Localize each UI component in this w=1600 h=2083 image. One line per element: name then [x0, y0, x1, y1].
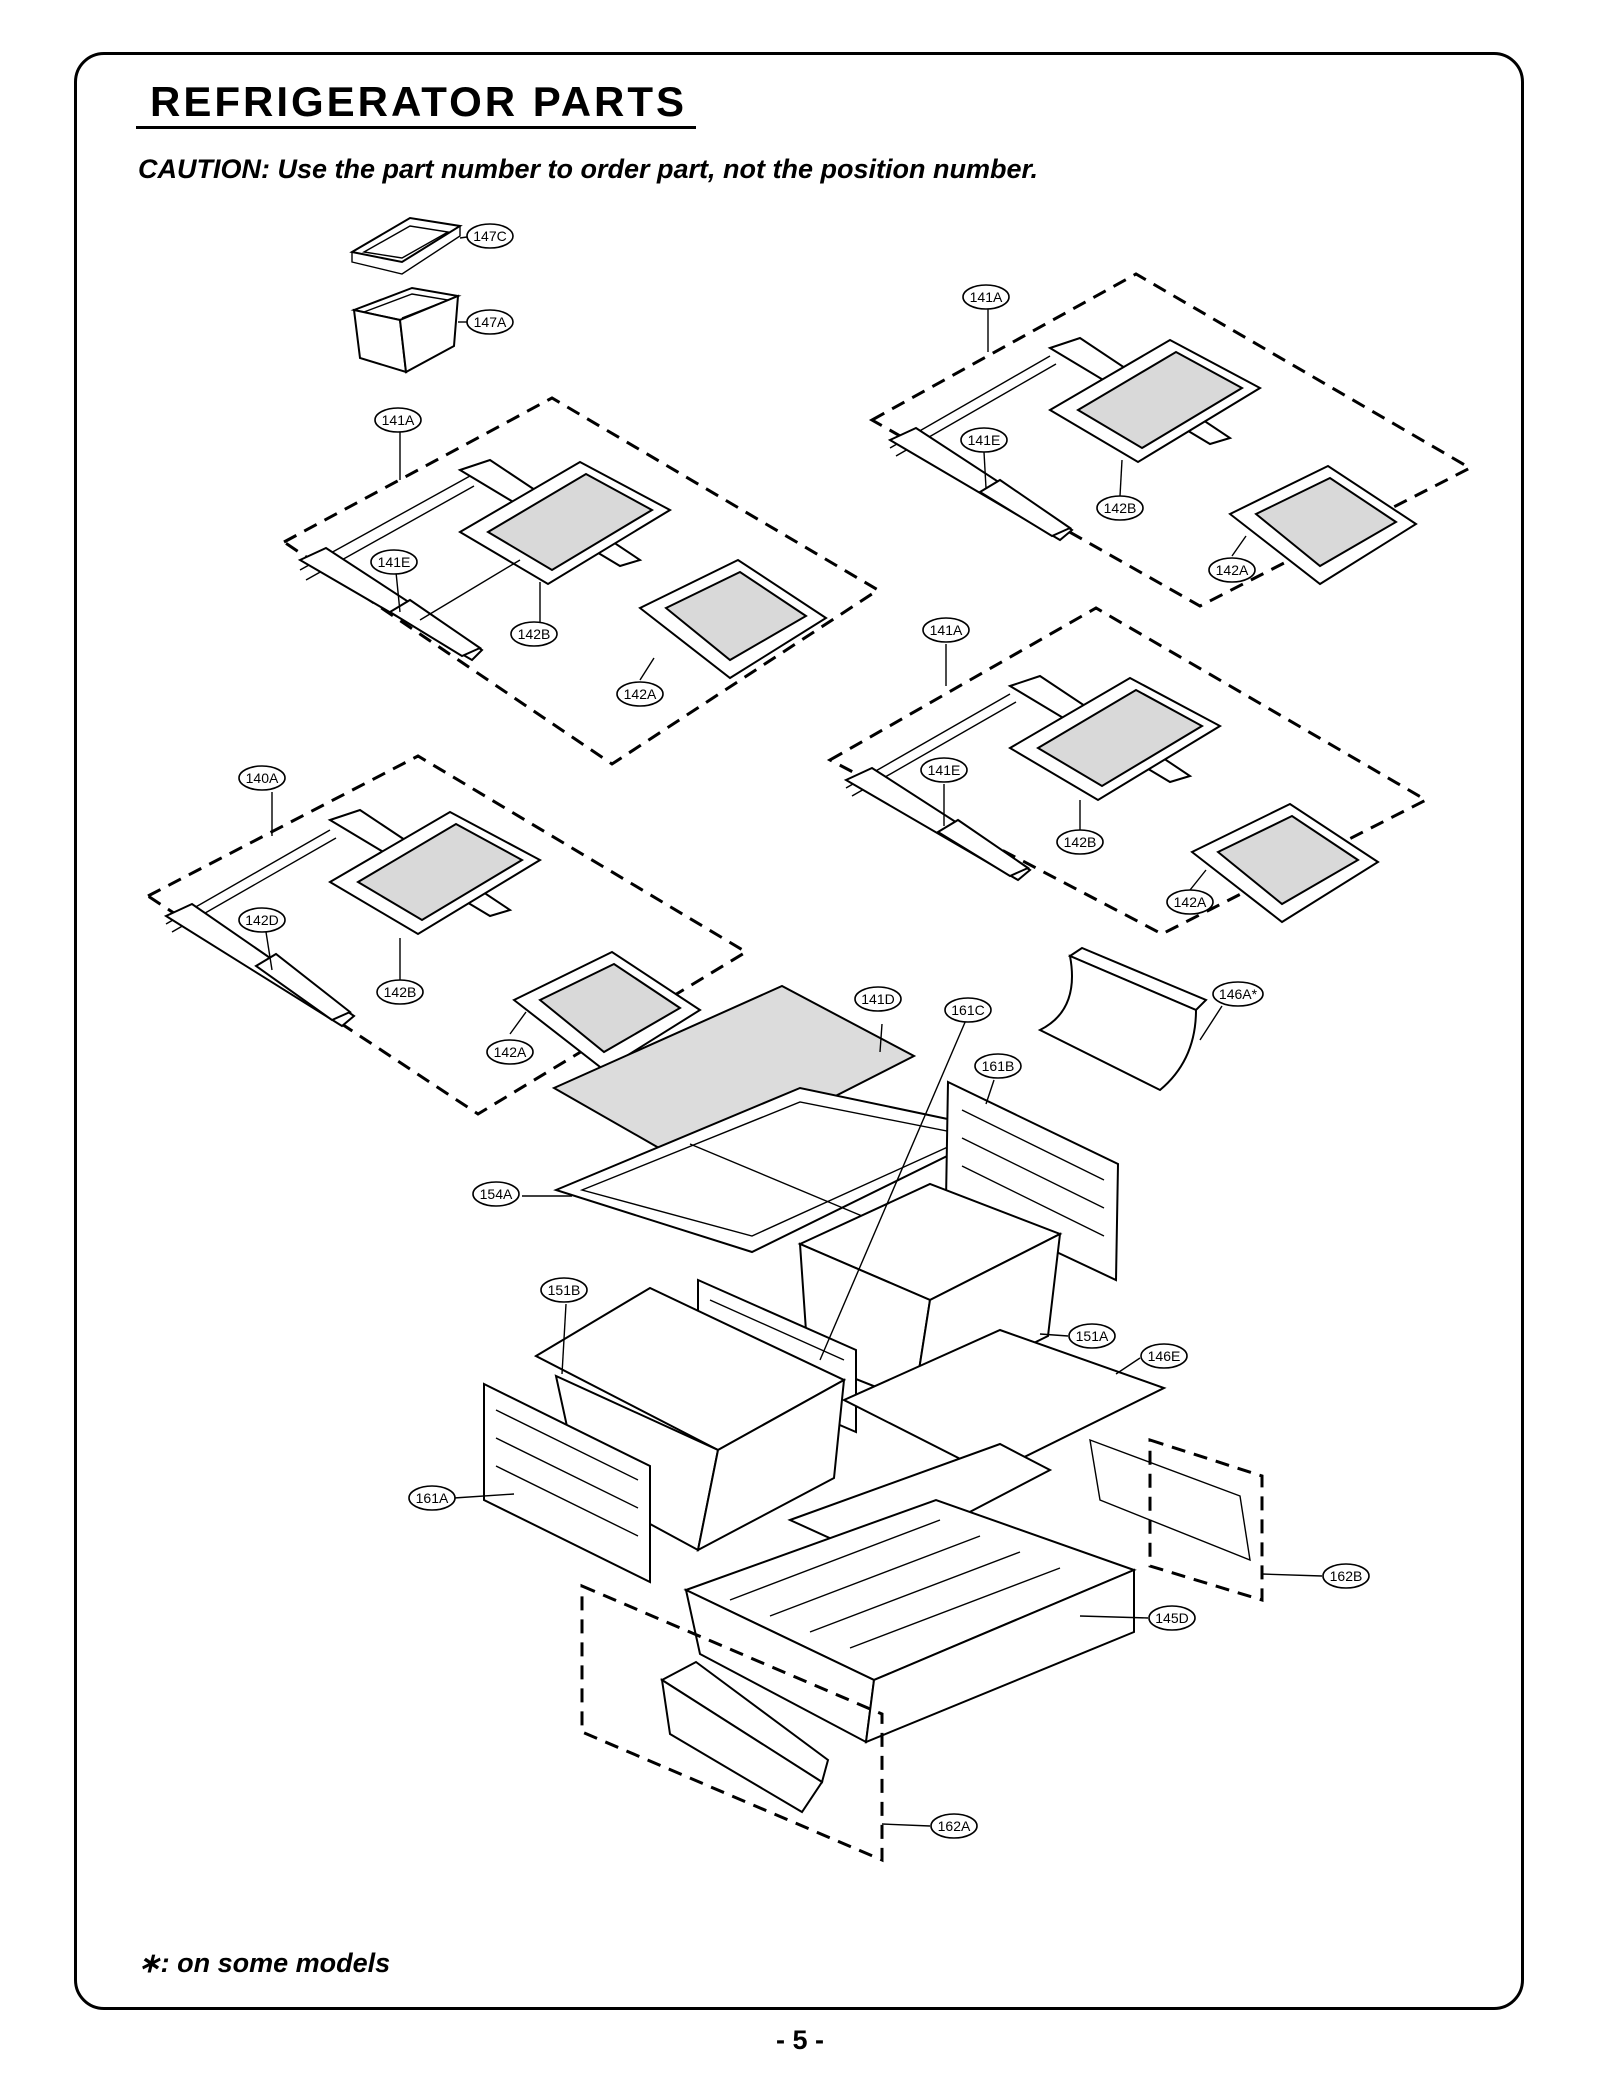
- callout-154A-text: 154A: [480, 1186, 513, 1202]
- callout-162B-text: 162B: [1330, 1568, 1363, 1584]
- callout-161C-text: 161C: [951, 1002, 984, 1018]
- callout-146A: 146A*: [1212, 981, 1264, 1007]
- callout-g2-141A-text: 141A: [970, 289, 1003, 305]
- callout-161C: 161C: [944, 997, 992, 1023]
- callout-g1-141A-text: 141A: [382, 412, 415, 428]
- page-border: [74, 52, 1524, 2010]
- callout-g4-142B-text: 142B: [384, 984, 417, 1000]
- callout-g1-142B-text: 142B: [518, 626, 551, 642]
- callout-151B: 151B: [540, 1277, 588, 1303]
- callout-g1-142A: 142A: [616, 681, 664, 707]
- callout-g4-142D-text: 142D: [245, 912, 278, 928]
- callout-g4-140A-text: 140A: [246, 770, 279, 786]
- group3-boundary: [826, 606, 1430, 936]
- callout-g1-142A-text: 142A: [624, 686, 657, 702]
- part-147C-lid: [349, 216, 463, 275]
- group4-shelf-assembly: [163, 808, 702, 1072]
- footnote: ∗: on some models: [138, 1948, 391, 1978]
- callout-146E: 146E: [1140, 1343, 1188, 1369]
- callout-141D-text: 141D: [861, 991, 894, 1007]
- callout-146A-text: 146A*: [1219, 986, 1258, 1002]
- callout-161B-text: 161B: [982, 1058, 1015, 1074]
- callout-161A-text: 161A: [416, 1490, 449, 1506]
- group2-boundary: [868, 272, 1474, 608]
- part-161B-divider: [944, 1080, 1120, 1282]
- page-title: REFRIGERATOR PARTS: [150, 78, 688, 125]
- leader-lines: [265, 235, 1323, 1827]
- callout-g3-142A-text: 142A: [1174, 894, 1207, 910]
- part-147A-bin: [350, 286, 462, 374]
- group162B-boundary: [1148, 1437, 1264, 1603]
- callout-145D-text: 145D: [1155, 1610, 1188, 1626]
- callout-162A: 162A: [930, 1813, 978, 1839]
- callout-g4-142D: 142D: [238, 907, 286, 933]
- callout-145D: 145D: [1148, 1605, 1196, 1631]
- part-162A-rail: [660, 1660, 830, 1814]
- callout-g2-142B-text: 142B: [1104, 500, 1137, 516]
- callout-g4-142B: 142B: [376, 979, 424, 1005]
- callout-151A-text: 151A: [1076, 1328, 1109, 1344]
- callout-g1-141A: 141A: [374, 407, 422, 433]
- callout-141D: 141D: [854, 986, 902, 1012]
- group1-boundary: [281, 396, 881, 766]
- callout-g1-141E: 141E: [370, 549, 418, 575]
- callout-161B: 161B: [974, 1053, 1022, 1079]
- group3-shelf-assembly: [843, 674, 1380, 924]
- callout-147C-text: 147C: [473, 228, 506, 244]
- part-161A-divider: [483, 1382, 651, 1584]
- page-number: - 5 -: [775, 2025, 824, 2055]
- callout-g3-142B-text: 142B: [1064, 834, 1097, 850]
- callout-151B-text: 151B: [548, 1282, 581, 1298]
- callout-g4-142A: 142A: [486, 1039, 534, 1065]
- part-141D-glass-plate: [551, 984, 917, 1170]
- part-146A-cover: [1037, 946, 1208, 1092]
- callout-g3-141E-text: 141E: [928, 762, 961, 778]
- callout-147A: 147A: [466, 309, 514, 335]
- callout-g2-142A-text: 142A: [1216, 562, 1249, 578]
- callout-162A-text: 162A: [938, 1818, 971, 1834]
- callout-147A-text: 147A: [474, 314, 507, 330]
- callout-g2-141E: 141E: [960, 427, 1008, 453]
- callout-g3-141A-text: 141A: [930, 622, 963, 638]
- callout-162B: 162B: [1322, 1563, 1370, 1589]
- callout-g3-142B: 142B: [1056, 829, 1104, 855]
- group2-shelf-assembly: [887, 336, 1418, 586]
- callout-g4-140A: 140A: [238, 765, 286, 791]
- callout-g2-141A: 141A: [962, 284, 1010, 310]
- callout-labels: 147C 147A 141A 141E 142B 142A 141A 141E …: [238, 223, 1370, 1839]
- callout-g2-141E-text: 141E: [968, 432, 1001, 448]
- part-145D-bottom-drawer: [683, 1498, 1137, 1744]
- callout-146E-text: 146E: [1148, 1348, 1181, 1364]
- caution-note: CAUTION: Use the part number to order pa…: [138, 154, 1039, 184]
- callout-g1-141E-text: 141E: [378, 554, 411, 570]
- callout-151A: 151A: [1068, 1323, 1116, 1349]
- callout-g2-142B: 142B: [1096, 495, 1144, 521]
- callout-g2-142A: 142A: [1208, 557, 1256, 583]
- title-underline: [136, 126, 696, 129]
- callout-147C: 147C: [466, 223, 514, 249]
- callout-161A: 161A: [408, 1485, 456, 1511]
- group162A-boundary: [580, 1583, 884, 1863]
- callout-g3-142A: 142A: [1166, 889, 1214, 915]
- group4-boundary: [145, 754, 749, 1116]
- callout-g3-141A: 141A: [922, 617, 970, 643]
- group1-shelf-assembly: [297, 458, 828, 680]
- callout-g1-142B: 142B: [510, 621, 558, 647]
- callout-154A: 154A: [472, 1181, 520, 1207]
- callout-g4-142A-text: 142A: [494, 1044, 527, 1060]
- callout-g3-141E: 141E: [920, 757, 968, 783]
